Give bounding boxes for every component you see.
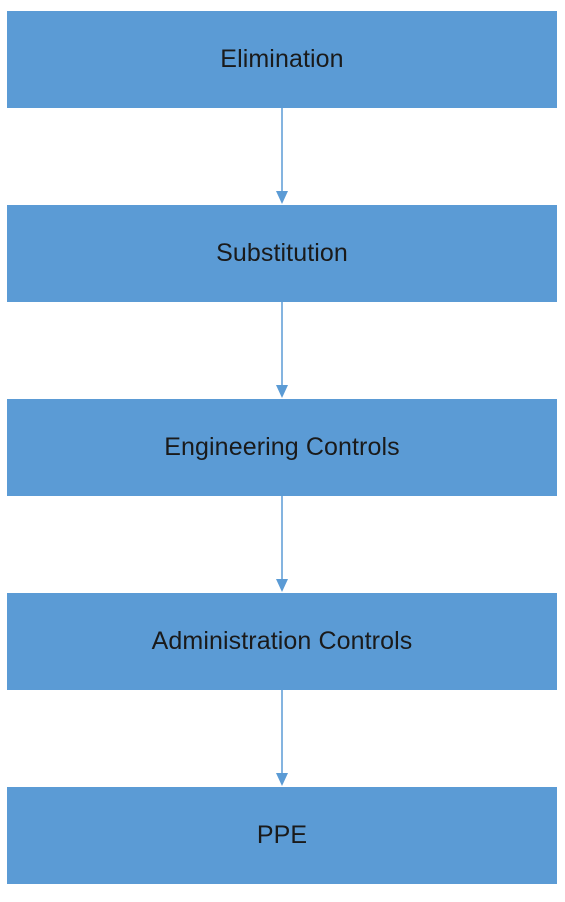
step-box-substitution: Substitution xyxy=(7,205,557,302)
arrow-down-icon xyxy=(276,108,288,204)
connector-arrow-1 xyxy=(272,108,292,205)
arrow-down-icon xyxy=(276,496,288,592)
step-label-ppe: PPE xyxy=(256,821,308,849)
step-box-administration-controls: Administration Controls xyxy=(7,593,557,690)
step-label-administration-controls: Administration Controls xyxy=(151,627,413,655)
connector-arrow-2 xyxy=(272,302,292,399)
step-box-engineering-controls: Engineering Controls xyxy=(7,399,557,496)
connector-arrow-4 xyxy=(272,690,292,787)
step-box-elimination: Elimination xyxy=(7,11,557,108)
step-box-ppe: PPE xyxy=(7,787,557,884)
arrow-down-icon xyxy=(276,302,288,398)
step-label-elimination: Elimination xyxy=(220,45,344,73)
step-label-engineering-controls: Engineering Controls xyxy=(164,433,400,461)
arrow-down-icon xyxy=(276,690,288,786)
connector-arrow-3 xyxy=(272,496,292,593)
step-label-substitution: Substitution xyxy=(216,239,348,267)
